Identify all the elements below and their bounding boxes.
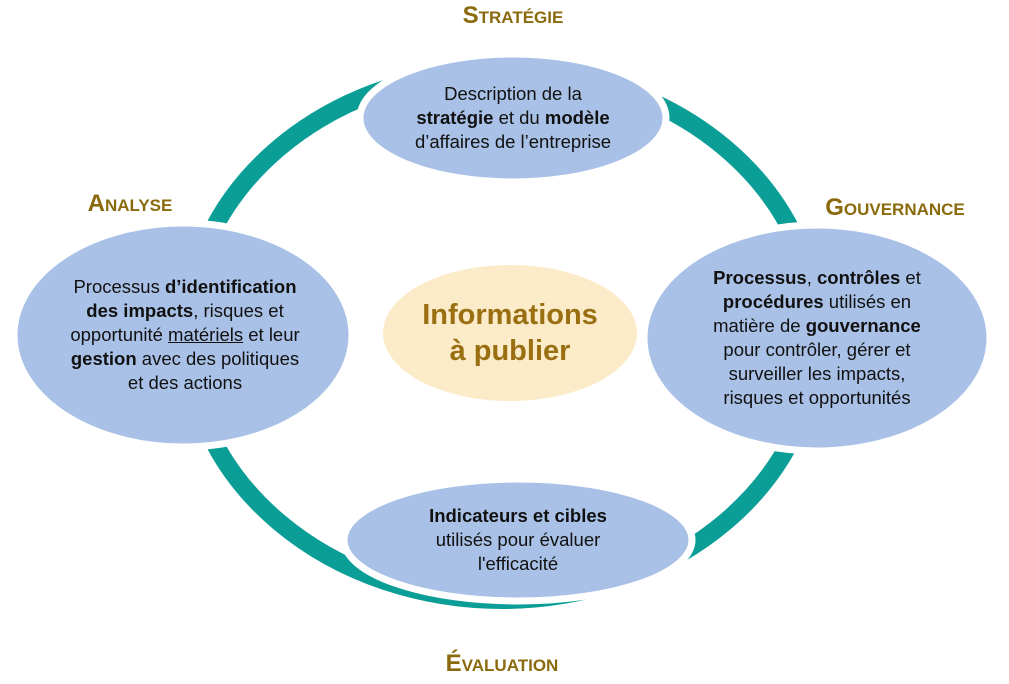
text: pour contrôler, gérer et: [723, 339, 911, 360]
text: et du: [493, 107, 545, 128]
text-bold: modèle: [544, 107, 610, 128]
text-bold: Processus: [713, 267, 807, 288]
text: utilisés pour évaluer: [435, 529, 601, 550]
center-line2: à publier: [449, 335, 571, 367]
text: Description de la: [444, 83, 582, 104]
text: surveiller les impacts,: [728, 363, 906, 384]
label-strategie: Stratégie: [462, 2, 564, 29]
text-bold: gestion: [70, 348, 137, 369]
text: opportunité: [70, 324, 169, 345]
text: utilisés en: [823, 291, 912, 312]
node-strategie: Description de la stratégie et du modèle…: [363, 56, 663, 180]
center-ellipse: [383, 265, 637, 401]
label-gouvernance: Gouvernance: [825, 194, 965, 221]
node-ellipse-evaluation: [340, 475, 696, 605]
text: risques et opportunités: [723, 387, 911, 408]
text-bold: Indicateurs et cibles: [429, 505, 607, 526]
center-line1: Informations: [422, 299, 598, 331]
label-analyse: Analyse: [87, 190, 173, 217]
text: Processus: [73, 276, 165, 297]
node-ellipse-analyse: [10, 219, 356, 451]
node-ellipse-gouvernance: [640, 221, 994, 455]
text-bold: des impacts: [86, 300, 194, 321]
text: avec des politiques: [136, 348, 300, 369]
text: et leur: [243, 324, 300, 345]
label-evaluation: Évaluation: [445, 650, 559, 677]
node-gouvernance: Processus, contrôles et procédures utili…: [648, 226, 986, 450]
text-bold: stratégie: [416, 107, 494, 128]
text: l'efficacité: [477, 553, 559, 574]
text: matière de: [713, 315, 806, 336]
node-ellipse-strategie: [356, 50, 670, 186]
node-analyse: Processus d’identification des impacts, …: [20, 224, 350, 446]
text-bold: procédures: [722, 291, 824, 312]
text: d’affaires de l’entreprise: [414, 131, 612, 152]
text: , risques et: [193, 300, 284, 321]
center-title: Informations à publier: [383, 265, 637, 401]
node-evaluation: Indicateurs et cibles utilisés pour éval…: [346, 480, 690, 600]
text: et: [900, 267, 921, 288]
text: et des actions: [127, 372, 243, 393]
text-bold: gouvernance: [805, 315, 921, 336]
text-bold: d’identification: [164, 276, 297, 297]
text-underlined: matériels: [168, 324, 244, 345]
text-bold: contrôles: [817, 267, 901, 288]
text: ,: [806, 267, 817, 288]
